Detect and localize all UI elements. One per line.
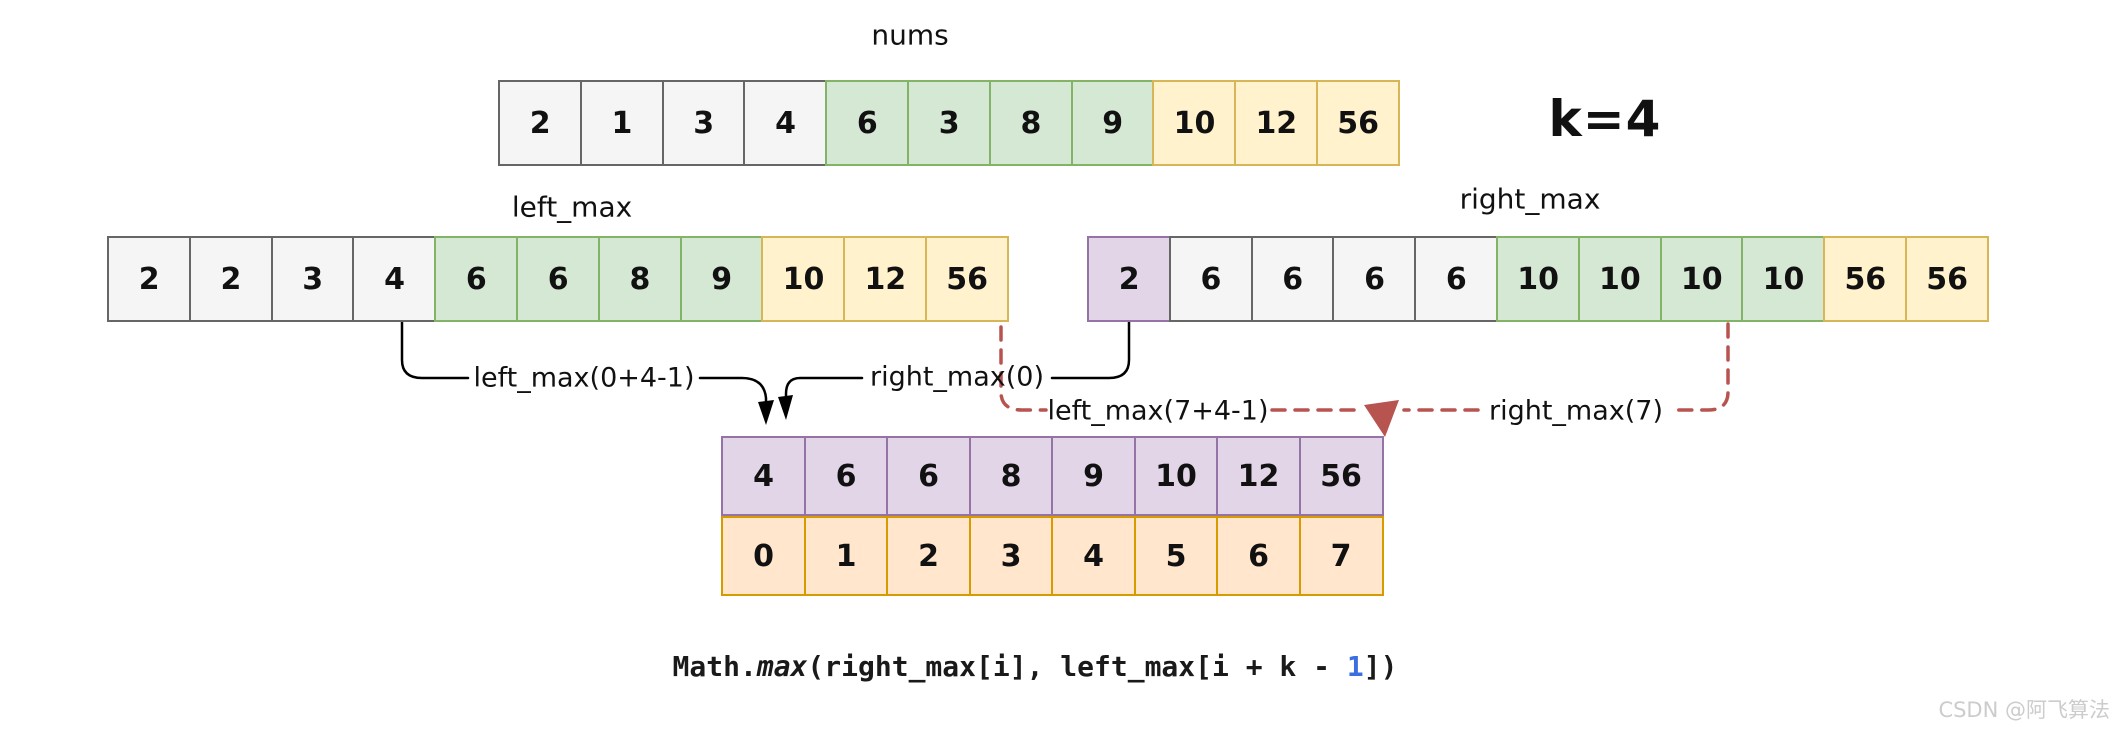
array-cell: 56: [1904, 236, 1990, 322]
array-cell: 4: [1051, 516, 1136, 596]
array-cell: 4: [721, 436, 806, 516]
array-cell: 6: [434, 236, 519, 322]
arrowhead-down-icon: [758, 400, 774, 425]
array-cell: 8: [988, 80, 1074, 166]
array-cell: 1: [803, 516, 889, 596]
left-max-label: left_max: [511, 190, 633, 224]
array-cell: 12: [1216, 436, 1301, 516]
array-cell: 10: [761, 236, 846, 322]
array-cell: 7: [1298, 516, 1384, 596]
array-cell: 10: [1741, 236, 1826, 322]
array-cell: 3: [968, 516, 1054, 596]
array-cell: 2: [886, 516, 971, 596]
array-cell: 9: [1070, 80, 1155, 166]
nums-label: nums: [871, 18, 949, 52]
array-cell: 6: [886, 436, 971, 516]
array-cell: 56: [1823, 236, 1908, 322]
array-cell: 6: [1216, 516, 1301, 596]
array-cell: 10: [1152, 80, 1237, 166]
array-cell: 2: [107, 236, 192, 322]
array-cell: 12: [843, 236, 928, 322]
array-cell: 2: [188, 236, 274, 322]
array-cell: 9: [679, 236, 764, 322]
right-max-end-label: right_max(7): [1488, 395, 1664, 427]
array-cell: 10: [1133, 436, 1219, 516]
array-cell: 6: [825, 80, 910, 166]
array-cell: 8: [597, 236, 683, 322]
left-max-window-end-label: left_max(7+4-1): [1047, 395, 1269, 427]
array-cell: 8: [968, 436, 1054, 516]
array-cell: 6: [515, 236, 601, 322]
array-cell: 9: [1051, 436, 1136, 516]
array-cell: 4: [352, 236, 437, 322]
formula-method: max: [756, 650, 808, 683]
array-cell: 12: [1234, 80, 1319, 166]
array-cell: 5: [1133, 516, 1219, 596]
array-cell: 3: [906, 80, 992, 166]
array-cell: 0: [721, 516, 806, 596]
array-cell: 6: [1250, 236, 1335, 322]
left-max-window-start-label: left_max(0+4-1): [473, 362, 695, 394]
array-cell: 10: [1659, 236, 1744, 322]
array-cell: 6: [1168, 236, 1254, 322]
array-cell: 56: [924, 236, 1010, 322]
arrowhead-down-icon: [778, 395, 793, 420]
k-value-label: k=4: [1548, 90, 1662, 148]
right-max-label: right_max: [1459, 182, 1601, 216]
formula: Math.max(right_max[i], left_max[i + k - …: [535, 650, 1535, 683]
formula-literal: 1: [1346, 650, 1364, 683]
array-cell: 6: [803, 436, 889, 516]
array-cell: 10: [1577, 236, 1663, 322]
watermark: CSDN @阿飞算法: [1938, 698, 2110, 722]
array-cell: 2: [1087, 236, 1172, 322]
formula-object: Math.: [672, 650, 757, 683]
arrowhead-red-icon: [1364, 400, 1399, 437]
formula-args-close: ]): [1363, 650, 1398, 683]
formula-args-open: (right_max[i], left_max[i + k -: [807, 650, 1347, 683]
array-cell: 2: [498, 80, 583, 166]
array-cell: 56: [1315, 80, 1401, 166]
array-cell: 6: [1332, 236, 1417, 322]
array-cell: 1: [579, 80, 665, 166]
array-cell: 4: [743, 80, 828, 166]
array-cell: 3: [270, 236, 355, 322]
array-cell: 3: [661, 80, 746, 166]
array-cell: 6: [1414, 236, 1499, 322]
array-cell: 56: [1298, 436, 1384, 516]
right-max-start-label: right_max(0): [869, 361, 1045, 393]
array-cell: 10: [1495, 236, 1581, 322]
